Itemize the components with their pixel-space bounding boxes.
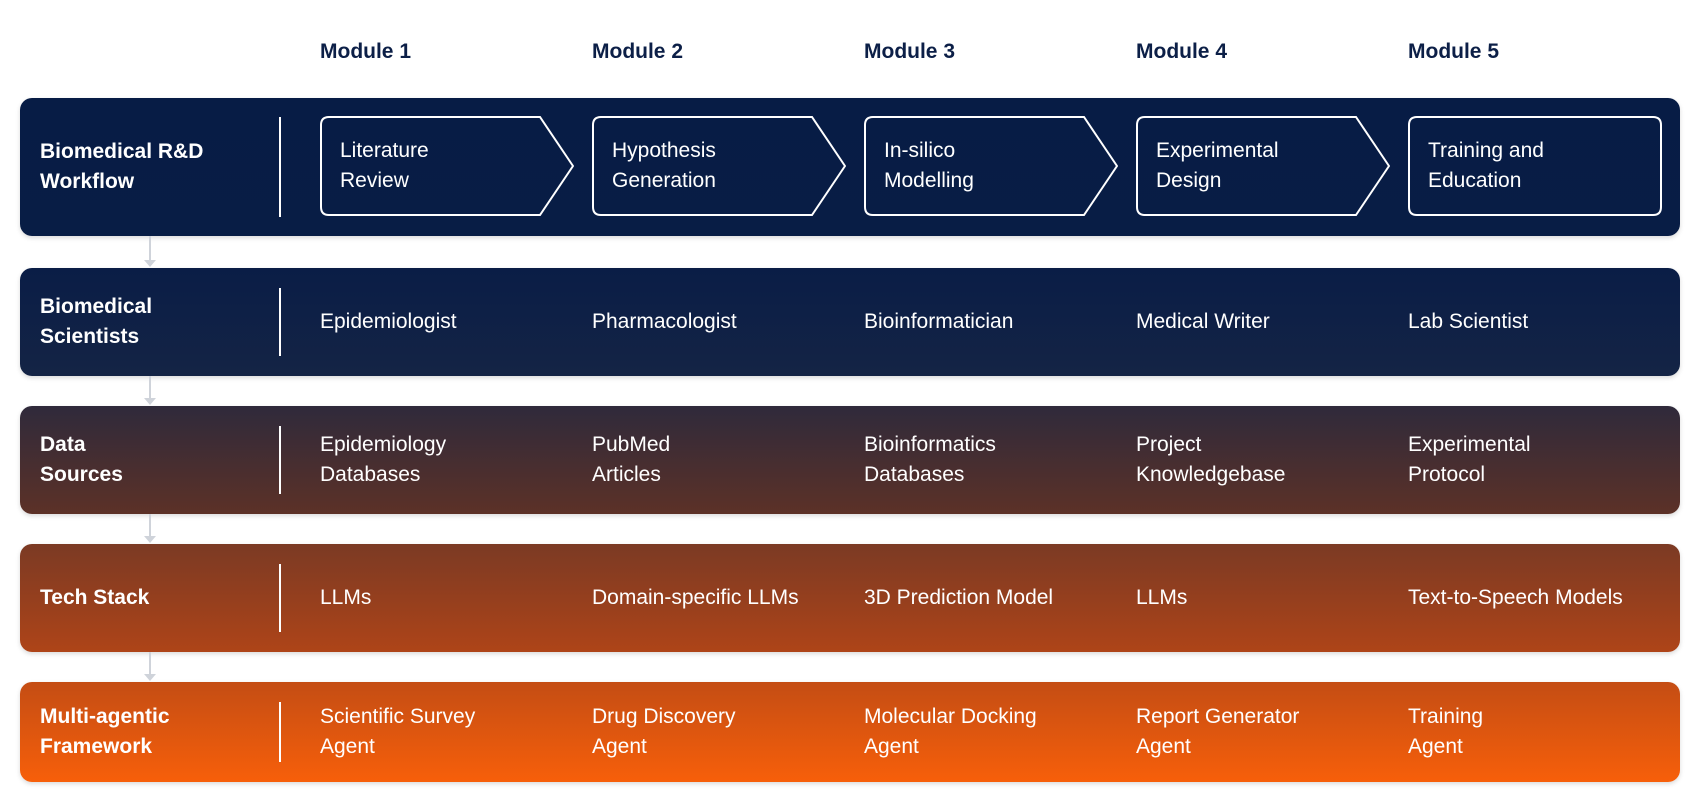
workflow-step-label: Experimental Design <box>1156 139 1279 192</box>
module-label-5: Module 5 <box>1408 40 1500 63</box>
workflow-step-label: Literature Review <box>340 139 429 192</box>
chevron-box-icon <box>592 116 846 216</box>
tech-item-2: Domain-specific LLMs <box>592 586 799 609</box>
agent-item-1: Scientific Survey Agent <box>320 705 476 758</box>
data-source-1: Epidemiology Databases <box>320 433 447 486</box>
workflow-step-2: Hypothesis Generation <box>592 116 846 216</box>
agent-item-5: Training Agent <box>1408 705 1484 758</box>
workflow-step-1: Literature Review <box>320 116 574 216</box>
scientist-role-5: Lab Scientist <box>1408 310 1529 333</box>
tech-item-4: LLMs <box>1136 586 1188 609</box>
row-title: Biomedical R&D Workflow <box>40 140 204 193</box>
row-divider <box>279 117 281 217</box>
row-divider <box>279 564 281 632</box>
tech-item-5: Text-to-Speech Models <box>1408 586 1623 609</box>
workflow-step-3: In-silico Modelling <box>864 116 1118 216</box>
workflow-step-label: Training and Education <box>1428 139 1544 192</box>
scientist-role-1: Epidemiologist <box>320 310 457 333</box>
scientist-role-2: Pharmacologist <box>592 310 737 333</box>
connector-line <box>149 376 151 400</box>
data-source-4: Project Knowledgebase <box>1136 433 1286 486</box>
workflow-step-5: Training and Education <box>1408 116 1662 216</box>
arrow-down-icon <box>144 674 156 681</box>
data-source-2: PubMed Articles <box>592 433 671 486</box>
rounded-box-icon <box>1408 116 1662 216</box>
workflow-step-label: In-silico Modelling <box>884 139 974 192</box>
workflow-row: Biomedical R&D Workflow Literature Review… <box>20 98 1680 236</box>
module-header: Module 1 Module 2 Module 3 Module 4 Modu… <box>0 0 1700 90</box>
connector-line <box>149 514 151 538</box>
agent-item-3: Molecular Docking Agent <box>864 705 1037 758</box>
scientist-role-4: Medical Writer <box>1136 310 1270 333</box>
arrow-down-icon <box>144 398 156 405</box>
arrow-down-icon <box>144 260 156 267</box>
agent-item-2: Drug Discovery Agent <box>592 705 736 758</box>
connector-line <box>149 652 151 676</box>
tech-item-3: 3D Prediction Model <box>864 586 1054 609</box>
chevron-box-icon <box>1136 116 1390 216</box>
data-sources-row: Data Sources Epidemiology Databases PubMed… <box>20 406 1680 514</box>
workflow-step-4: Experimental Design <box>1136 116 1390 216</box>
chevron-box-icon <box>320 116 574 216</box>
scientist-role-3: Bioinformatician <box>864 310 1014 333</box>
data-source-5: Experimental Protocol <box>1408 433 1531 486</box>
tech-stack-row: Tech Stack LLMs Domain-specific LLMs 3D Pre… <box>20 544 1680 652</box>
row-divider <box>279 288 281 356</box>
arrow-down-icon <box>144 536 156 543</box>
chevron-box-icon <box>864 116 1118 216</box>
connector-line <box>149 236 151 262</box>
row-title: Multi-agentic Framework <box>40 705 170 758</box>
data-source-3: Bioinformatics Databases <box>864 433 996 486</box>
row-title: Tech Stack <box>40 586 150 609</box>
agent-framework-row: Multi-agentic Framework Scientific Survey… <box>20 682 1680 782</box>
row-divider <box>279 426 281 494</box>
row-divider <box>279 702 281 762</box>
workflow-step-label: Hypothesis Generation <box>612 139 716 192</box>
row-title: Biomedical Scientists <box>40 295 153 348</box>
tech-item-1: LLMs <box>320 586 372 609</box>
module-label-3: Module 3 <box>864 40 956 63</box>
row-title: Data Sources <box>40 433 123 486</box>
agent-item-4: Report Generator Agent <box>1136 705 1300 758</box>
module-label-2: Module 2 <box>592 40 684 63</box>
module-label-4: Module 4 <box>1136 40 1228 63</box>
module-label-1: Module 1 <box>320 40 412 63</box>
scientists-row: Biomedical Scientists Epidemiologist Pharm… <box>20 268 1680 376</box>
